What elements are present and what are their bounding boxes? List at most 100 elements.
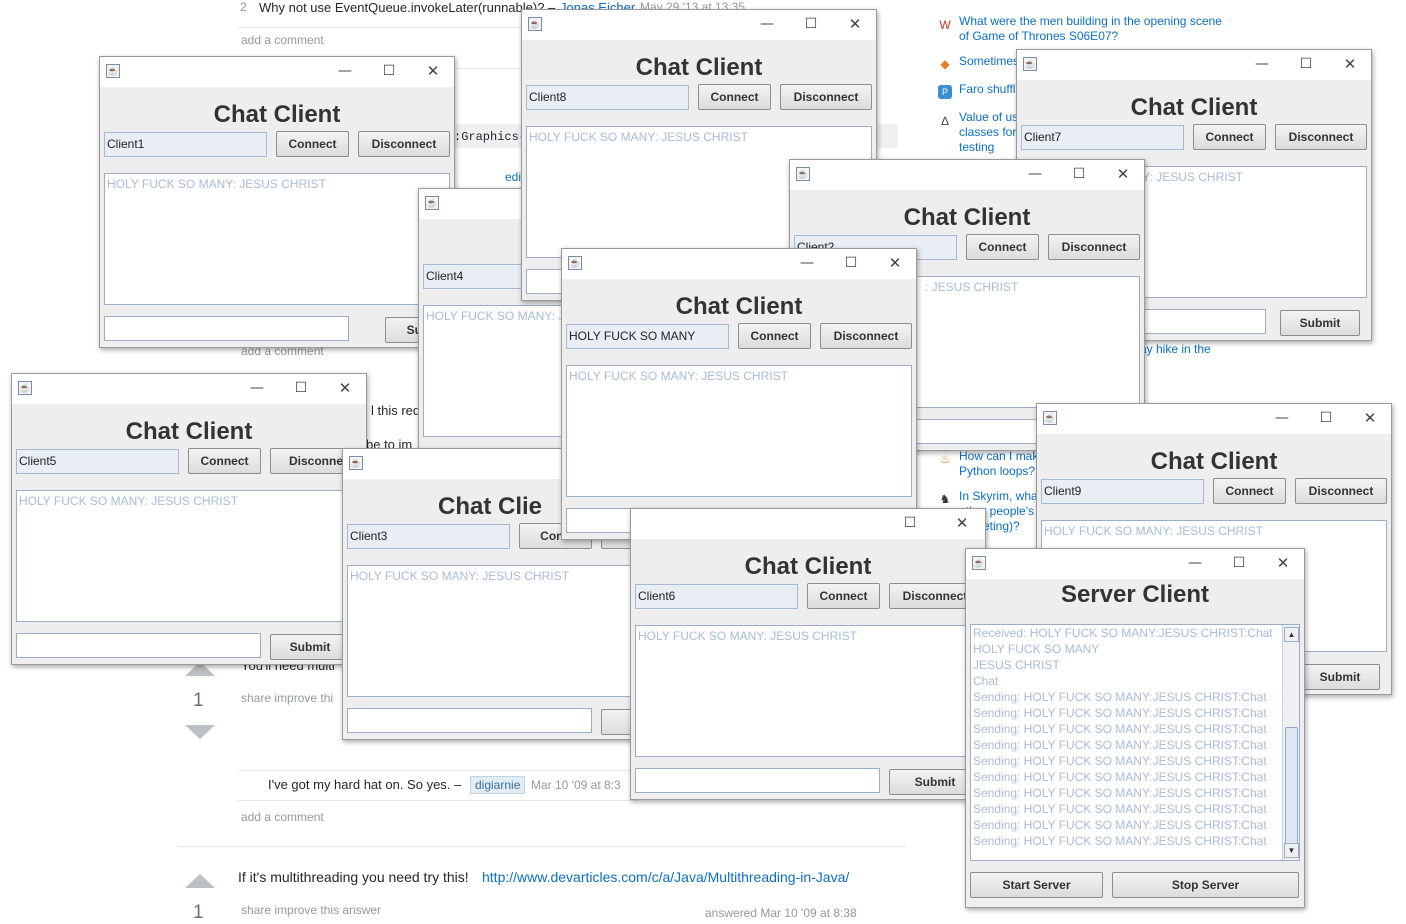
share-improve-links[interactable]: share improve thi — [241, 691, 334, 705]
disconnect-button[interactable]: Disconnect — [780, 84, 872, 110]
hot-question-link[interactable]: of Game of Thrones S06E07? — [959, 29, 1119, 43]
message-input[interactable] — [16, 633, 261, 658]
minimize-icon[interactable]: — — [338, 63, 352, 79]
answer-link[interactable]: http://www.devarticles.com/c/a/Java/Mult… — [482, 869, 850, 885]
scroll-thumb[interactable] — [1285, 727, 1298, 847]
connect-button[interactable]: Connect — [1193, 124, 1266, 150]
add-comment-link[interactable]: add a comment — [241, 33, 324, 47]
client-name-field[interactable]: Client1 — [104, 132, 267, 157]
client-name-field[interactable]: Client9 — [1041, 479, 1204, 504]
chat-message: HOLY FUCK SO MANY: JESUS CHRIST — [1044, 524, 1263, 538]
title-bar[interactable]: ☕ — ☐ ✕ — [562, 249, 916, 279]
edit-link[interactable]: edi — [505, 170, 522, 184]
close-icon[interactable]: ✕ — [848, 15, 862, 33]
upvote-icon[interactable] — [185, 662, 215, 676]
hot-question-link[interactable]: Sometimes — [959, 54, 1020, 68]
upvote-icon[interactable] — [185, 874, 215, 888]
close-icon[interactable]: ✕ — [1343, 55, 1357, 73]
client-name-field[interactable]: HOLY FUCK SO MANY — [566, 324, 729, 349]
add-comment-link-3[interactable]: add a comment — [241, 810, 324, 824]
minimize-icon[interactable]: — — [1028, 166, 1042, 182]
maximize-icon[interactable]: ☐ — [294, 380, 308, 396]
title-bar[interactable]: ☕ — ☐ ✕ — [12, 374, 366, 404]
log-line: Sending: HOLY FUCK SO MANY:JESUS CHRIST:… — [973, 722, 1267, 736]
comment-user-link[interactable]: digiarnie — [470, 776, 526, 794]
hot-question-link[interactable]: Value of us — [959, 110, 1019, 124]
connect-button[interactable]: Connect — [188, 448, 261, 474]
hot-question-link[interactable]: eting)? — [983, 519, 1020, 533]
disconnect-button[interactable]: Disconnect — [1048, 234, 1140, 260]
title-bar[interactable]: ☕ — ☐ ✕ — [100, 57, 454, 87]
maximize-icon[interactable]: ☐ — [1072, 166, 1086, 182]
chat-message: HOLY FUCK SO MANY: JESUS CHRIST — [107, 177, 326, 191]
close-icon[interactable]: ✕ — [338, 379, 352, 397]
chat-message: HOLY FUCK SO MANY: JESUS CHRIST — [529, 130, 748, 144]
client-name-field[interactable]: Client6 — [635, 584, 798, 609]
maximize-icon[interactable]: ☐ — [844, 255, 858, 271]
stop-server-button[interactable]: Stop Server — [1112, 872, 1299, 898]
hot-question-link[interactable]: What were the men building in the openin… — [959, 14, 1222, 28]
connect-button[interactable]: Connect — [807, 583, 880, 609]
connect-button[interactable]: Connect — [1213, 478, 1286, 504]
submit-button[interactable]: Submit — [270, 634, 350, 660]
minimize-icon[interactable]: — — [760, 16, 774, 32]
disconnect-button[interactable]: Disconnect — [820, 323, 912, 349]
minimize-icon[interactable]: — — [1275, 410, 1289, 426]
title-bar[interactable]: ☐ ✕ — [631, 509, 985, 539]
close-icon[interactable]: ✕ — [1276, 554, 1290, 572]
close-icon[interactable]: ✕ — [1116, 165, 1130, 183]
answer-fragment: l this req — [371, 403, 421, 418]
client-name-field[interactable]: Client7 — [1021, 125, 1184, 150]
close-icon[interactable]: ✕ — [1363, 409, 1377, 427]
hot-question-link[interactable]: Python loops? — [959, 464, 1036, 478]
share-improve-links[interactable]: share improve this answer — [241, 903, 382, 917]
submit-button[interactable]: Submit — [1300, 664, 1380, 690]
connect-button[interactable]: Connect — [966, 234, 1039, 260]
connect-button[interactable]: Connect — [698, 84, 771, 110]
site-icon: ♨ — [939, 452, 951, 466]
disconnect-button[interactable]: Disconnect — [1275, 124, 1367, 150]
maximize-icon[interactable]: ☐ — [804, 16, 818, 32]
start-server-button[interactable]: Start Server — [970, 872, 1103, 898]
disconnect-button[interactable]: Disconnect — [358, 131, 450, 157]
hot-question-link[interactable]: How can I mak — [959, 449, 1039, 463]
maximize-icon[interactable]: ☐ — [382, 63, 396, 79]
minimize-icon[interactable]: — — [800, 255, 814, 271]
minimize-icon[interactable]: — — [250, 380, 264, 396]
message-input[interactable] — [104, 316, 349, 341]
connect-button[interactable]: Connect — [738, 323, 811, 349]
scroll-down-icon[interactable]: ▼ — [1284, 843, 1299, 858]
vertical-scrollbar[interactable]: ▲ ▼ — [1282, 625, 1299, 860]
maximize-icon[interactable]: ☐ — [1319, 410, 1333, 426]
minimize-icon[interactable]: — — [1255, 56, 1269, 72]
scroll-up-icon[interactable]: ▲ — [1284, 627, 1299, 642]
hot-question-link[interactable]: Faro shuffl — [959, 82, 1016, 96]
hot-question-link[interactable]: In Skyrim, wha — [959, 489, 1038, 503]
title-bar[interactable]: ☕ — ☐ ✕ — [1037, 404, 1391, 434]
maximize-icon[interactable]: ☐ — [903, 515, 917, 531]
client-name-field[interactable]: Client8 — [526, 85, 689, 110]
close-icon[interactable]: ✕ — [955, 514, 969, 532]
maximize-icon[interactable]: ☐ — [1232, 555, 1246, 571]
hot-question-link[interactable]: ay hike in the — [1140, 342, 1211, 356]
hot-question-link[interactable]: classes for — [959, 125, 1017, 139]
title-bar[interactable]: ☕ — ☐ ✕ — [1017, 50, 1371, 80]
maximize-icon[interactable]: ☐ — [1299, 56, 1313, 72]
disconnect-button[interactable]: Disconne — [270, 448, 362, 474]
close-icon[interactable]: ✕ — [888, 254, 902, 272]
minimize-icon[interactable]: — — [1188, 555, 1202, 571]
title-bar[interactable]: ☕ — ☐ ✕ — [790, 160, 1144, 190]
disconnect-button[interactable]: Disconnect — [1295, 478, 1387, 504]
message-input[interactable] — [347, 708, 592, 733]
chat-display: HOLY FUCK SO MANY: JESUS CHRIST — [104, 173, 450, 305]
connect-button[interactable]: Connect — [276, 131, 349, 157]
title-bar[interactable]: ☕ — ☐ ✕ — [522, 10, 876, 40]
title-bar[interactable]: ☕ — ☐ ✕ — [966, 549, 1304, 579]
close-icon[interactable]: ✕ — [426, 62, 440, 80]
submit-button[interactable]: Submit — [1280, 310, 1360, 336]
client-name-field[interactable]: Client3 — [347, 524, 510, 549]
downvote-icon[interactable] — [185, 725, 215, 739]
hot-question-link[interactable]: testing — [959, 140, 995, 154]
message-input[interactable] — [635, 768, 880, 793]
client-name-field[interactable]: Client5 — [16, 449, 179, 474]
